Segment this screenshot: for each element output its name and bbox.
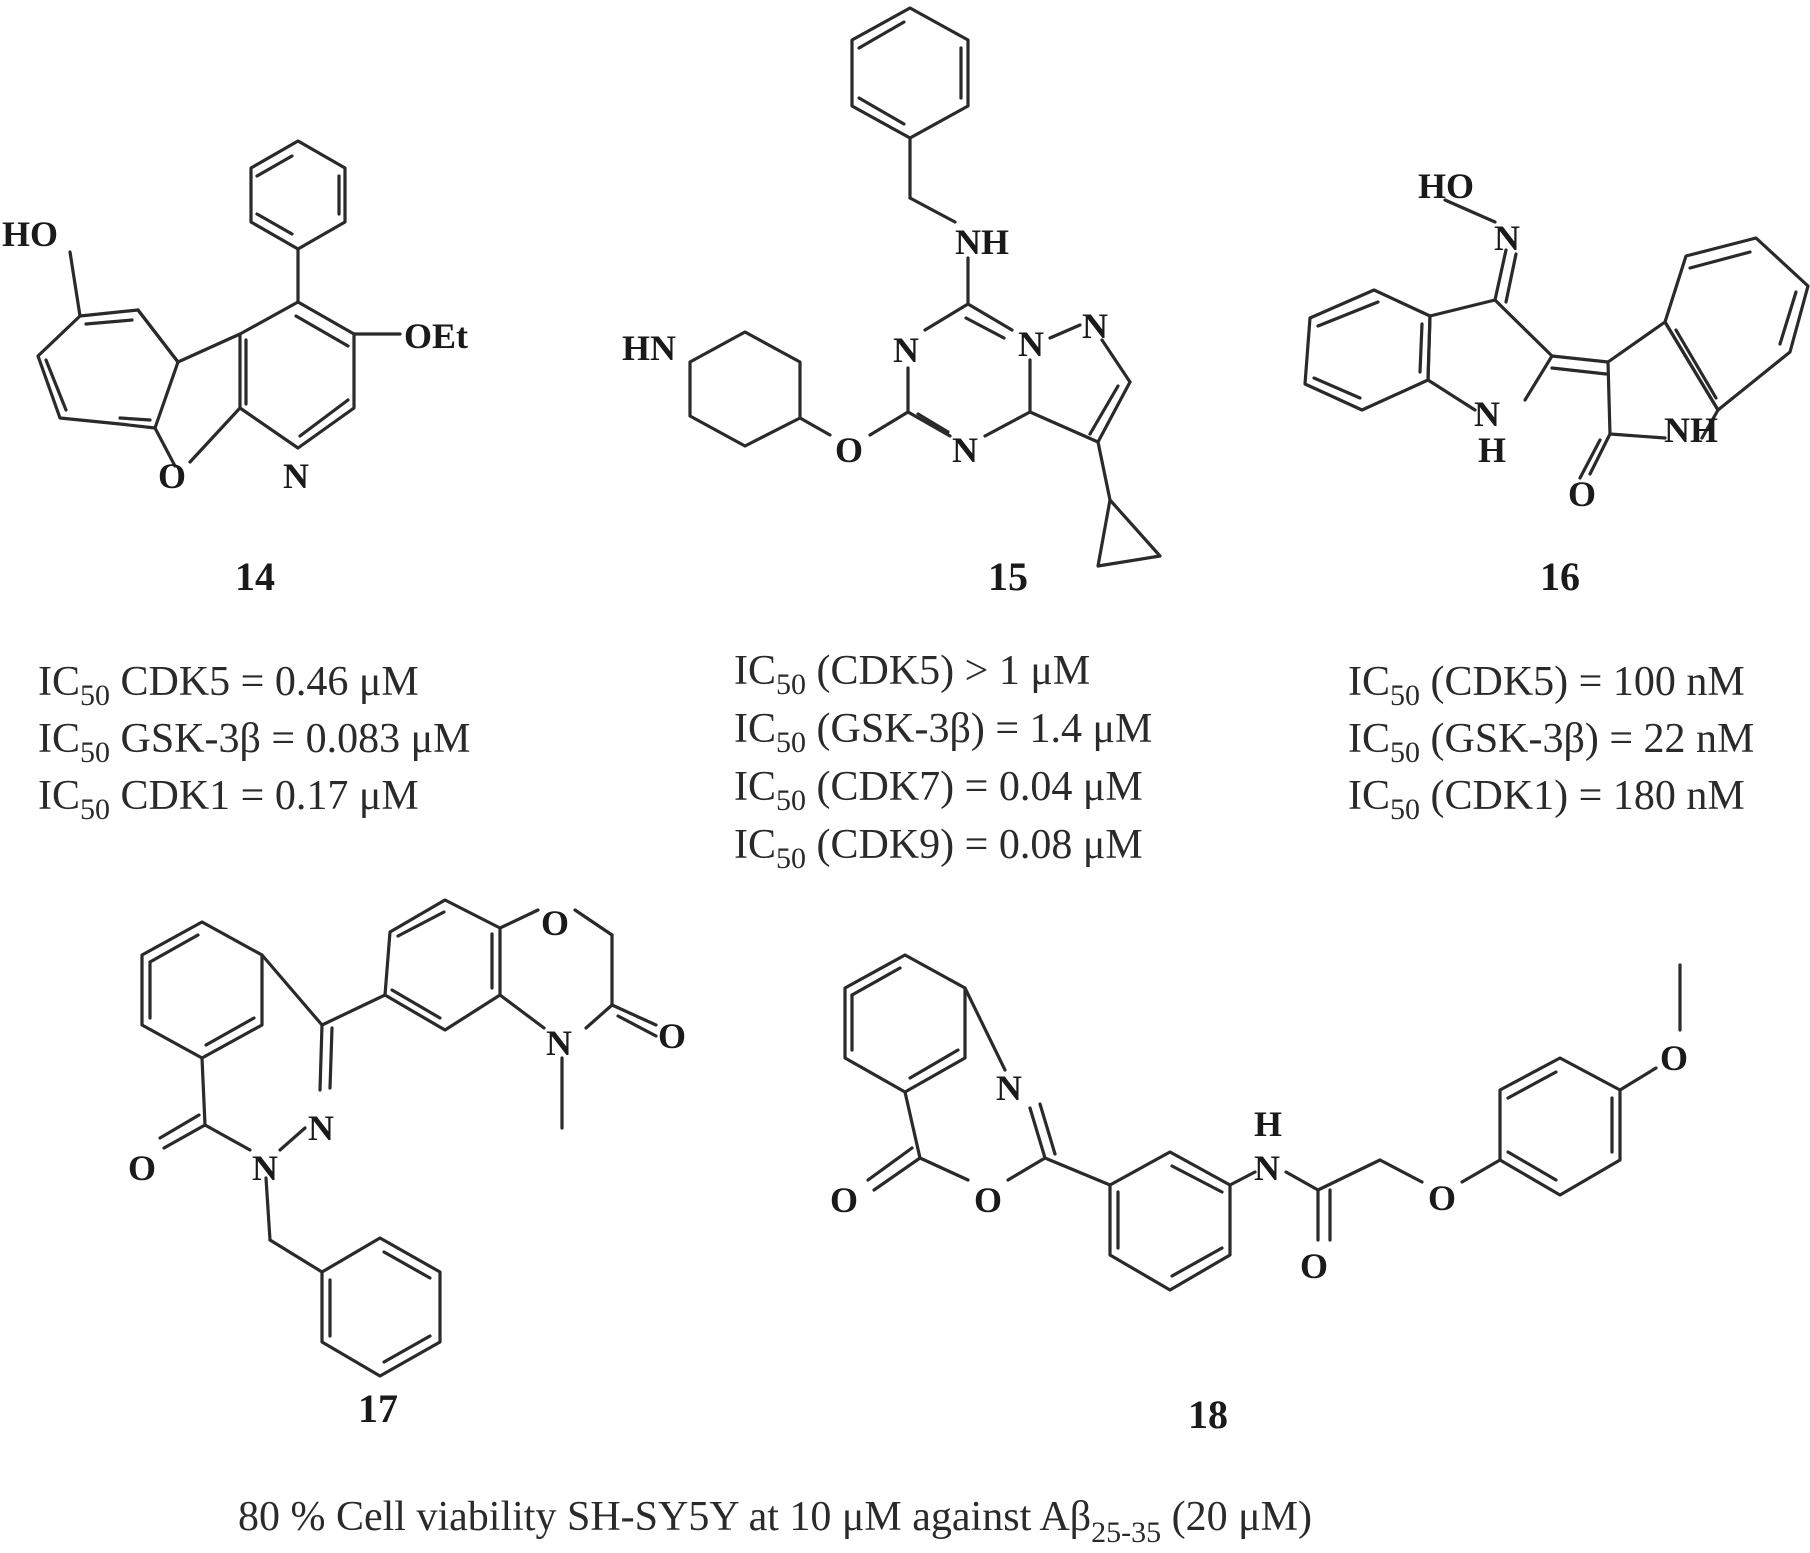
ic50-line: IC50 (CDK7) = 0.04 μM <box>734 764 1143 817</box>
atom-nh-15: NH <box>955 222 1009 262</box>
ic50-line: IC50 CDK5 = 0.46 μM <box>38 659 419 712</box>
structure-18: N O O H N O O O <box>830 953 1688 1292</box>
atom-o-18: O <box>1660 1038 1688 1078</box>
atom-n-16: N <box>1474 394 1500 434</box>
ic50-line: IC50 (CDK1) = 180 nM <box>1348 773 1745 826</box>
ic50-line: IC50 (CDK9) = 0.08 μM <box>734 822 1143 875</box>
structure-16: HO N N H NH O <box>1303 166 1810 514</box>
ic50-line: IC50 (GSK-3β) = 22 nM <box>1348 716 1754 769</box>
compound-label-16: 16 <box>1540 554 1580 599</box>
atom-h-18: H <box>1254 1104 1282 1144</box>
atom-n-17: N <box>252 1148 278 1188</box>
activity-data-15: IC50 (CDK5) > 1 μM IC50 (GSK-3β) = 1.4 μ… <box>734 648 1152 875</box>
atom-nh-16: NH <box>1664 410 1718 450</box>
atom-oet-14: OEt <box>404 316 468 356</box>
atom-n-16: N <box>1494 218 1520 258</box>
structure-17: O N O O N N <box>128 898 686 1378</box>
atom-n-18: N <box>1254 1148 1280 1188</box>
atom-n-14: N <box>283 456 309 496</box>
activity-data-16: IC50 (CDK5) = 100 nM IC50 (GSK-3β) = 22 … <box>1348 659 1754 826</box>
atom-o-17: O <box>541 903 569 943</box>
ic50-line: IC50 GSK-3β = 0.083 μM <box>38 716 470 769</box>
atom-n-18: N <box>996 1068 1022 1108</box>
cell-viability-text-18: 80 % Cell viability SH-SY5Y at 10 μM aga… <box>238 1494 1312 1549</box>
atom-o-17: O <box>128 1148 156 1188</box>
atom-n-15: N <box>1018 324 1044 364</box>
compound-label-14: 14 <box>235 554 275 599</box>
ic50-line: IC50 (GSK-3β) = 1.4 μM <box>734 706 1152 759</box>
atom-o-18: O <box>974 1180 1002 1220</box>
ic50-line: IC50 CDK1 = 0.17 μM <box>38 773 419 826</box>
atom-o-15: O <box>835 430 863 470</box>
atom-hn-15: HN <box>622 328 676 368</box>
atom-o-17: O <box>658 1016 686 1056</box>
atom-o-18: O <box>1428 1178 1456 1218</box>
atom-n-17: N <box>546 1023 572 1063</box>
atom-n-15: N <box>893 330 919 370</box>
activity-data-14: IC50 CDK5 = 0.46 μM IC50 GSK-3β = 0.083 … <box>38 659 470 826</box>
atom-o-14: O <box>158 456 186 496</box>
atom-o-16: O <box>1568 474 1596 514</box>
compound-label-15: 15 <box>988 554 1028 599</box>
atom-o-18: O <box>830 1180 858 1220</box>
ic50-line: IC50 (CDK5) = 100 nM <box>1348 659 1745 712</box>
atom-n-15: N <box>1082 306 1108 346</box>
atom-ho-14: HO <box>2 214 58 254</box>
structure-14: HO OEt O N <box>2 139 468 496</box>
atom-h-16: H <box>1478 430 1506 470</box>
compound-label-18: 18 <box>1188 1392 1228 1437</box>
compound-label-17: 17 <box>358 1386 398 1431</box>
atom-n-15: N <box>952 430 978 470</box>
atom-o-18: O <box>1300 1246 1328 1286</box>
ic50-line: IC50 (CDK5) > 1 μM <box>734 648 1090 701</box>
structure-15: NH HN N N N N O <box>622 6 1162 568</box>
atom-ho-16: HO <box>1418 166 1474 206</box>
atom-n-17: N <box>308 1108 334 1148</box>
